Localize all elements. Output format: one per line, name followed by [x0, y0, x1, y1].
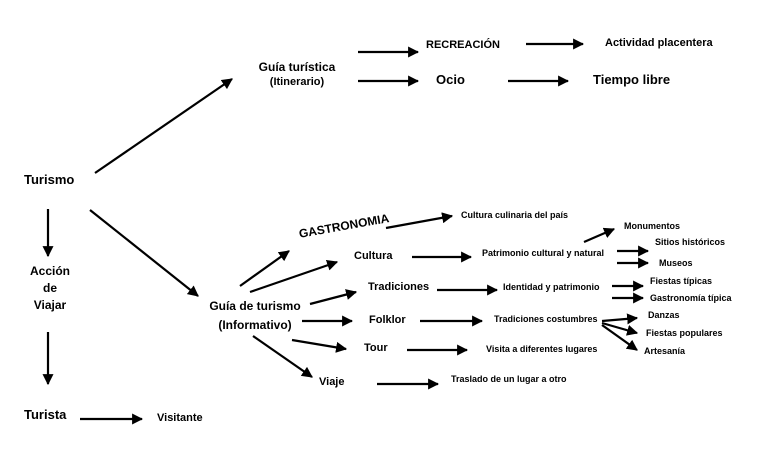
node-viaje: Viaje — [319, 376, 345, 388]
node-guia-turistica-line2: (Itinerario) — [269, 76, 325, 88]
arrow-guia-tour — [291, 338, 348, 353]
arrow-guia-viaje — [252, 335, 313, 378]
node-tradiciones: Tradiciones — [368, 281, 430, 293]
node-tour: Tour — [364, 342, 388, 354]
node-guia-turismo-line2: (Informativo) — [218, 318, 292, 332]
node-fiestas-tipicas: Fiestas típicas — [650, 276, 713, 286]
node-accion-line1: Acción — [29, 264, 70, 278]
node-museos: Museos — [659, 258, 693, 268]
arrow-tradiciones-fiestas — [601, 321, 639, 336]
arrow-turismo-guia-turistica — [94, 78, 233, 174]
node-cultura-culinaria: Cultura culinaria del país — [461, 210, 569, 220]
node-accion-line2: de — [42, 281, 57, 295]
node-ocio: Ocio — [436, 72, 465, 87]
arrow-gastronomia-cultura-culinaria — [385, 212, 454, 230]
node-visitante: Visitante — [157, 412, 203, 424]
node-actividad-placentera: Actividad placentera — [605, 37, 713, 49]
arrow-turismo-guia-turismo — [89, 209, 199, 297]
arrow-guia-tradiciones — [309, 289, 358, 306]
node-folklor: Folklor — [369, 314, 406, 326]
node-traslado: Traslado de un lugar a otro — [451, 374, 567, 384]
node-tradiciones-costumbres: Tradiciones costumbres — [494, 314, 598, 324]
node-turista: Turista — [24, 407, 67, 422]
arrow-guia-cultura — [249, 260, 339, 294]
node-sitios-historicos: Sitios históricos — [655, 237, 726, 247]
node-tiempo-libre: Tiempo libre — [593, 72, 671, 87]
node-guia-turistica-line1: Guía turística — [258, 60, 336, 74]
node-identidad-patrimonio: Identidad y patrimonio — [503, 282, 600, 292]
arrow-patrimonio-monumentos — [583, 227, 616, 244]
node-fiestas-populares: Fiestas populares — [646, 328, 723, 338]
node-danzas: Danzas — [648, 310, 680, 320]
arrow-tradiciones-artesania — [601, 324, 638, 351]
node-monumentos: Monumentos — [624, 221, 680, 231]
node-recreacion: RECREACIÓN — [426, 39, 500, 51]
node-patrimonio-cultural: Patrimonio cultural y natural — [482, 248, 605, 258]
arrow-guia-gastronomia — [239, 250, 290, 287]
node-artesania: Artesanía — [644, 346, 686, 356]
arrow-tradiciones-danzas — [601, 313, 639, 325]
node-gastronomia-tipica: Gastronomía típica — [650, 293, 732, 303]
node-guia-turismo-line1: Guía de turismo — [209, 299, 301, 313]
node-visita-lugares: Visita a diferentes lugares — [486, 344, 598, 354]
node-turismo: Turismo — [24, 172, 75, 187]
node-accion-line3: Viajar — [33, 298, 67, 312]
node-cultura: Cultura — [354, 250, 393, 262]
